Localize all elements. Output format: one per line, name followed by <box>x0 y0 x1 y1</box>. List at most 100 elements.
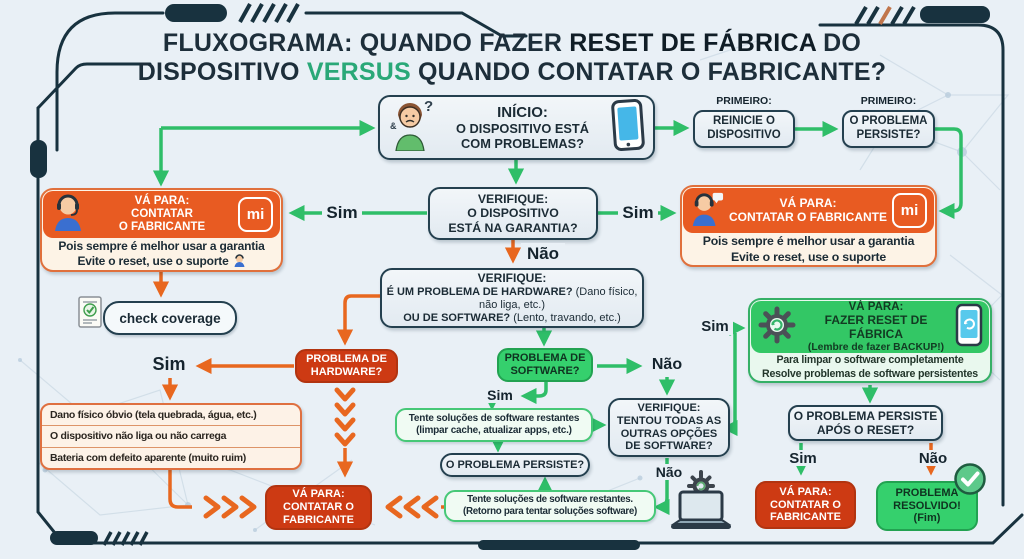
software-problem-node: PROBLEMA DE SOFTWARE? <box>497 348 593 382</box>
contact-left-b1: Pois sempre é melhor usar a garantia <box>58 239 265 253</box>
warranty-line-3: ESTÁ NA GARANTIA? <box>448 220 578 235</box>
contact-right-b1: Pois sempre é melhor usar a garantia <box>702 234 915 249</box>
contact-manufacturer-end-node: VÁ PARA: CONTATAR O FABRICANTE <box>755 481 856 529</box>
persists-line-2: PERSISTE? <box>856 129 921 141</box>
edge-label-sim: Sim <box>697 318 733 335</box>
contact-right-body: Pois sempre é melhor usar a garantia Evi… <box>682 234 935 265</box>
contact-manufacturer-mid-node: VÁ PARA: CONTATAR O FABRICANTE <box>265 485 372 530</box>
contact-end-line-3: FABRICANTE <box>770 511 841 524</box>
phone-reset-icon <box>955 303 983 352</box>
try-sw-line-2: (limpar cache, atualizar apps, etc.) <box>416 425 572 436</box>
edge-label-sim: Sim <box>785 450 821 466</box>
list-item: Dano físico óbvio (tela quebrada, água, … <box>50 409 257 422</box>
factory-reset-card: VÁ PARA: FAZER RESET DE FÁBRICA (Lembre … <box>748 298 992 383</box>
problem-persists-node: O PROBLEMA PERSISTE? <box>842 110 935 148</box>
hardware-symptoms-list: Dano físico óbvio (tela quebrada, água, … <box>40 403 302 470</box>
title-line-1: FLUXOGRAMA: QUANDO FAZER RESET DE FÁBRIC… <box>162 29 862 57</box>
tried-all-options-node: VERIFIQUE: TENTOU TODAS AS OUTRAS OPÇÕES… <box>608 398 730 457</box>
start-line-1: O DISPOSITIVO ESTÁ <box>456 121 589 137</box>
edge-label-sim: Sim <box>322 202 362 222</box>
reset-h3: (Lembre de fazer BACKUP!) <box>807 341 945 353</box>
support-agent-chat-icon <box>690 190 724 231</box>
restart-device-node: REINICIE O DISPOSITIVO <box>693 110 795 148</box>
try-sw-line-1: Tente soluções de software restantes <box>408 413 580 425</box>
hw-sw-line-3: não liga, etc.) <box>478 298 546 311</box>
hardware-q-line-2: HARDWARE? <box>310 366 383 378</box>
contact-left-h1: VÁ PARA: <box>134 194 190 207</box>
persists-after-reset-node: O PROBLEMA PERSISTE APÓS O RESET? <box>788 405 943 441</box>
mi-logo-right: mi <box>892 193 927 229</box>
title-line-2: DISPOSITIVO VERSUS QUANDO CONTATAR O FAB… <box>137 57 887 86</box>
hardware-problem-node: PROBLEMA DE HARDWARE? <box>295 349 398 383</box>
try-software-solutions-node: Tente soluções de software restantes (li… <box>395 408 593 442</box>
edge-label-nao: Não <box>649 464 689 480</box>
warranty-line-1: VERIFIQUE: <box>477 191 549 206</box>
restart-line-2: DISPOSITIVO <box>707 129 781 141</box>
svg-text:?: ? <box>424 99 433 115</box>
list-item: O dispositivo não liga ou não carrega <box>42 425 300 446</box>
tried-all-line-1: VERIFIQUE: <box>637 401 701 414</box>
contact-left-body: Pois sempre é melhor usar a garantia Evi… <box>42 239 281 270</box>
first-caption-restart: PRIMEIRO: <box>716 95 772 107</box>
contact-left-b2: Evite o reset, use o suporte <box>77 254 246 270</box>
check-circle-icon <box>953 462 987 501</box>
contact-manufacturer-left-card: VÁ PARA: CONTATAR O FABRICANTE mi Pois s… <box>40 188 283 272</box>
warranty-check-node: VERIFIQUE: O DISPOSITIVO ESTÁ NA GARANTI… <box>428 187 598 240</box>
contact-left-h2: CONTATAR <box>131 207 193 220</box>
contact-right-h1: VÁ PARA: <box>779 195 837 210</box>
resolved-line-1: PROBLEMA <box>895 486 959 499</box>
hw-sw-line-1: VERIFIQUE: <box>477 271 547 286</box>
edge-label-sim: Sim <box>146 353 192 375</box>
coverage-certificate-icon <box>78 296 102 333</box>
svg-text:&: & <box>390 121 397 131</box>
contact-manufacturer-right-card: VÁ PARA: CONTATAR O FABRICANTE mi Pois s… <box>680 185 937 267</box>
edge-label-nao: Não <box>521 243 565 263</box>
hardware-or-software-node: VERIFIQUE: É UM PROBLEMA DE HARDWARE? (D… <box>380 268 644 328</box>
confused-person-icon: ? & <box>388 98 434 157</box>
first-caption-persists: PRIMEIRO: <box>860 95 917 107</box>
contact-left-header: VÁ PARA: CONTATAR O FABRICANTE mi <box>43 191 280 238</box>
software-q-line-2: SOFTWARE? <box>510 365 580 377</box>
try-software-return-node: Tente soluções de software restantes. (R… <box>444 490 656 522</box>
support-agent-icon <box>50 193 86 236</box>
reset-b2: Resolve problemas de software persistent… <box>762 367 978 380</box>
hw-sw-line-2: É UM PROBLEMA DE HARDWARE? (Dano físico, <box>386 285 638 298</box>
page-title: FLUXOGRAMA: QUANDO FAZER RESET DE FÁBRIC… <box>0 29 1024 86</box>
check-coverage-button[interactable]: check coverage <box>103 301 237 335</box>
after-reset-line-1: O PROBLEMA PERSISTE <box>793 408 938 423</box>
hw-sw-line-4: OU DE SOFTWARE? (Lento, travando, etc.) <box>403 311 621 324</box>
laptop-gear-icon <box>668 470 734 537</box>
resolved-line-3: (Fim) <box>913 512 941 525</box>
contact-right-h2: CONTATAR O FABRICANTE <box>729 209 887 224</box>
edge-label-sim: Sim <box>618 202 658 222</box>
persists-line-1: O PROBLEMA <box>849 115 928 128</box>
contact-right-b2: Evite o reset, use o suporte <box>731 249 886 264</box>
mi-logo: mi <box>238 197 273 232</box>
contact-left-h3: O FABRICANTE <box>118 221 206 234</box>
edge-label-sim: Sim <box>482 387 518 403</box>
smartphone-icon <box>611 98 645 157</box>
factory-reset-header: VÁ PARA: FAZER RESET DE FÁBRICA (Lembre … <box>751 301 989 353</box>
reset-h1: VÁ PARA: <box>848 300 904 313</box>
reset-b1: Para limpar o software completamente <box>776 354 964 367</box>
warranty-line-2: O DISPOSITIVO <box>467 206 559 221</box>
problem-persists-mid-node: O PROBLEMA PERSISTE? <box>440 453 590 477</box>
contact-mid-line-3: FABRICANTE <box>283 513 354 526</box>
gear-reset-icon <box>757 305 797 350</box>
restart-line-1: REINICIE O <box>713 115 775 128</box>
contact-mid-line-2: CONTATAR O <box>283 501 354 514</box>
edge-label-nao: Não <box>913 450 953 466</box>
tried-all-line-2: TENTOU TODAS AS <box>616 414 722 427</box>
mini-agent-icon <box>233 254 246 270</box>
edge-label-nao: Não <box>646 356 688 374</box>
contact-end-line-2: CONTATAR O <box>770 498 841 511</box>
try-sw2-line-1: Tente soluções de software restantes. <box>467 494 633 506</box>
factory-reset-body: Para limpar o software completamente Res… <box>750 354 990 381</box>
tried-all-line-3: OUTRAS OPÇÕES <box>620 427 718 440</box>
after-reset-line-2: APÓS O RESET? <box>816 423 915 437</box>
resolved-line-2: RESOLVIDO! <box>893 499 961 512</box>
software-q-line-1: PROBLEMA DE <box>504 352 586 365</box>
hardware-q-line-1: PROBLEMA DE <box>306 353 387 366</box>
start-title: INÍCIO: <box>497 103 548 121</box>
